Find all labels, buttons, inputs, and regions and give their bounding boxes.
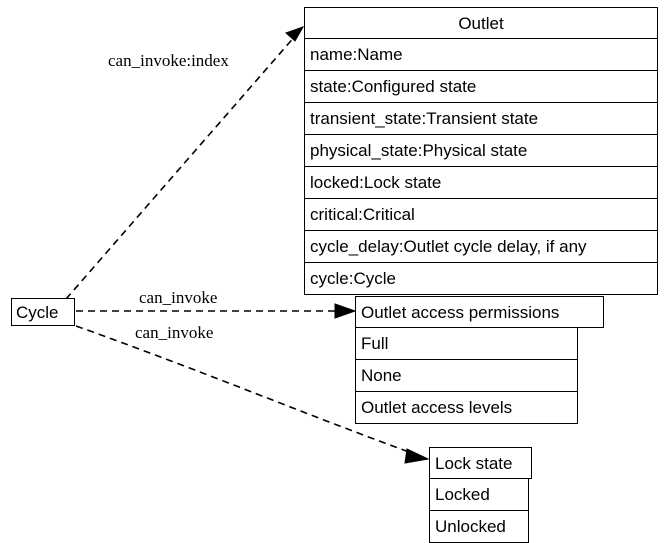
- node-outlet-row[interactable]: physical_state:Physical state: [304, 135, 658, 167]
- edge-label-cycle-to-outlet: can_invoke:index: [108, 51, 229, 70]
- node-outlet-access-permissions-row[interactable]: None: [355, 360, 578, 392]
- node-lock-state-body: Locked Unlocked: [429, 479, 529, 543]
- node-outlet-body: name:Name state:Configured state transie…: [304, 39, 658, 295]
- node-outlet-row[interactable]: cycle_delay:Outlet cycle delay, if any: [304, 231, 658, 263]
- arrowhead-cycle-to-access-permissions: [334, 303, 357, 319]
- node-outlet-row[interactable]: transient_state:Transient state: [304, 103, 658, 135]
- edge-label-cycle-to-lock-state: can_invoke: [135, 323, 214, 342]
- node-outlet-row[interactable]: state:Configured state: [304, 71, 658, 103]
- node-outlet-row[interactable]: locked:Lock state: [304, 167, 658, 199]
- node-lock-state-row[interactable]: Locked: [429, 479, 529, 511]
- node-outlet-header[interactable]: Outlet: [304, 7, 658, 39]
- node-outlet-access-permissions-row[interactable]: Full: [355, 328, 578, 360]
- edge-line-cycle-to-outlet: [65, 34, 297, 300]
- node-outlet-row[interactable]: name:Name: [304, 39, 658, 71]
- node-outlet-access-permissions-row[interactable]: Outlet access levels: [355, 392, 578, 424]
- node-outlet-access-permissions-header[interactable]: Outlet access permissions: [355, 296, 604, 328]
- node-outlet-row[interactable]: cycle:Cycle: [304, 263, 658, 295]
- node-outlet-access-permissions-body: Full None Outlet access levels: [355, 328, 578, 424]
- node-outlet-access-permissions[interactable]: Outlet access permissions Full None Outl…: [355, 296, 604, 424]
- edge-label-cycle-to-access-permissions: can_invoke: [139, 288, 218, 307]
- node-cycle[interactable]: Cycle: [11, 298, 75, 326]
- node-outlet[interactable]: Outlet name:Name state:Configured state …: [304, 7, 658, 295]
- arrowhead-cycle-to-outlet: [285, 26, 305, 42]
- node-lock-state-row[interactable]: Unlocked: [429, 511, 529, 543]
- node-outlet-row[interactable]: critical:Critical: [304, 199, 658, 231]
- arrowhead-cycle-to-lock-state: [404, 448, 430, 464]
- node-cycle-header[interactable]: Cycle: [11, 298, 75, 326]
- node-lock-state-header[interactable]: Lock state: [429, 447, 532, 479]
- node-lock-state[interactable]: Lock state Locked Unlocked: [429, 447, 532, 543]
